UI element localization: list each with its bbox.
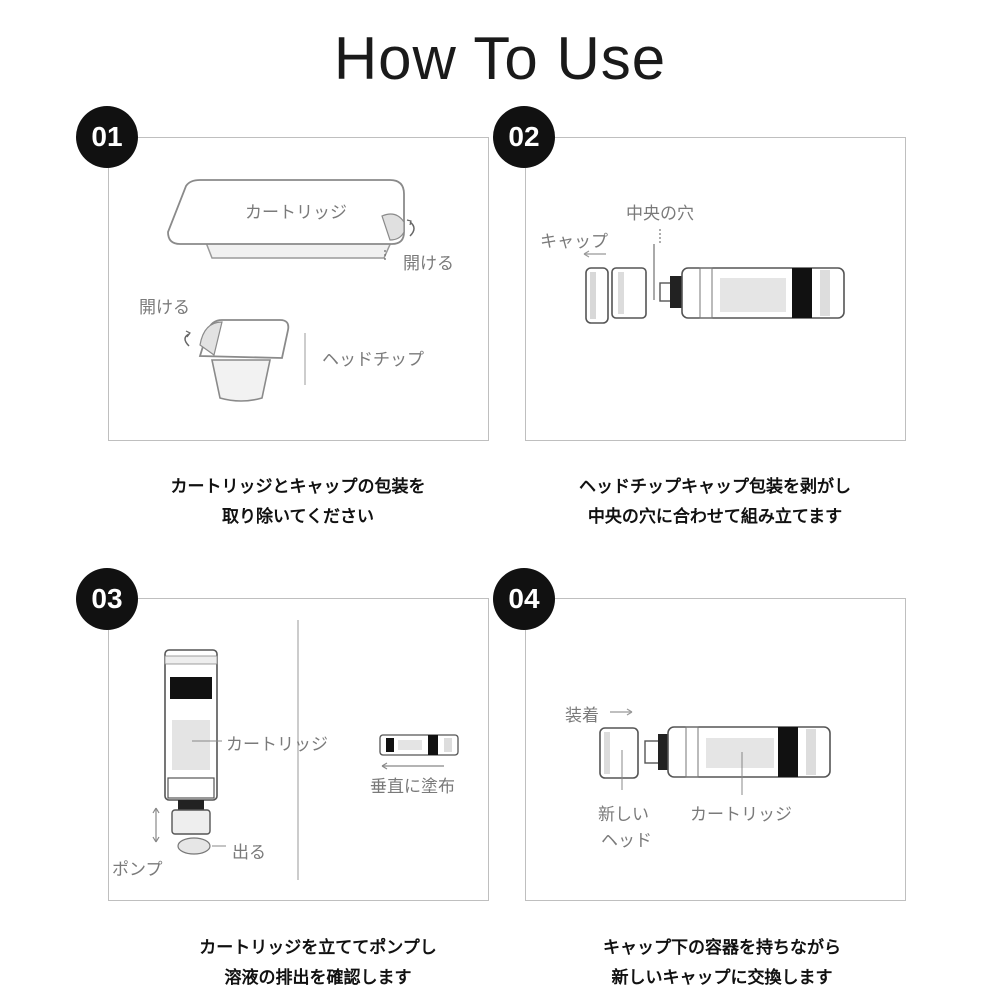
step-03-label-cartridge: カートリッジ (226, 735, 328, 755)
step-04-caption-line1: キャップ下の容器を持ちながら (603, 938, 841, 958)
step-01-caption-line1: カートリッジとキャップの包装を (170, 477, 426, 497)
step-01-caption-line2: 取り除いてください (222, 507, 374, 527)
step-02-caption: ヘッドチップキャップ包装を剥がし 中央の穴に合わせて組み立てます (505, 472, 925, 532)
step-04-caption: キャップ下の容器を持ちながら 新しいキャップに交換します (512, 933, 932, 993)
step-03-label-pump: ポンプ (112, 860, 163, 880)
step-02-label-center-hole: 中央の穴 (626, 204, 694, 224)
step-02-caption-line2: 中央の穴に合わせて組み立てます (587, 507, 843, 527)
step-04-label-new-line2: ヘッド (601, 831, 652, 851)
step-04-caption-line2: 新しいキャップに交換します (611, 968, 833, 988)
step-01-label-open-tray: 開ける (403, 254, 454, 274)
step-03-caption-line1: カートリッジを立ててポンプし (199, 938, 437, 958)
step-02-badge: 02 (493, 106, 555, 168)
step-03-caption-line2: 溶液の排出を確認します (224, 968, 412, 988)
step-04-label-cartridge: カートリッジ (690, 805, 792, 825)
step-03-label-vertical: 垂直に塗布 (370, 777, 455, 797)
step-01-label-cartridge: カートリッジ (245, 203, 347, 223)
step-01-badge: 01 (76, 106, 138, 168)
step-01-label-head-tip: ヘッドチップ (322, 350, 424, 370)
step-01-caption: カートリッジとキャップの包装を 取り除いてください (88, 472, 508, 532)
step-04-badge: 04 (493, 568, 555, 630)
step-03-label-out: 出る (232, 843, 266, 863)
step-04-label-attach: 装着 (565, 706, 599, 726)
step-03-caption: カートリッジを立ててポンプし 溶液の排出を確認します (108, 933, 528, 993)
step-01-label-open-tip: 開ける (139, 298, 190, 318)
step-02-caption-line1: ヘッドチップキャップ包装を剥がし (579, 477, 851, 497)
step-04-label-new-line1: 新しい (598, 805, 649, 825)
step-02-label-cap: キャップ (540, 232, 608, 252)
page-title: How To Use (333, 25, 667, 92)
step-03-badge: 03 (76, 568, 138, 630)
